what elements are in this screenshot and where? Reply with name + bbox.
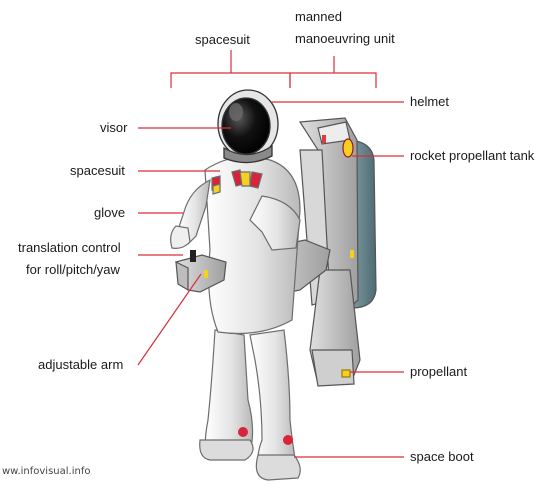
astronaut-body bbox=[171, 157, 301, 480]
label-propellant: propellant bbox=[410, 364, 467, 380]
top-brackets bbox=[171, 50, 376, 88]
label-helmet: helmet bbox=[410, 94, 449, 110]
helmet bbox=[218, 90, 278, 163]
label-rocket-tank: rocket propellant tank bbox=[410, 148, 534, 164]
label-translation-line2: for roll/pitch/yaw bbox=[26, 262, 120, 278]
label-space-boot: space boot bbox=[410, 449, 474, 465]
label-visor: visor bbox=[100, 120, 127, 136]
watermark: ww.infovisual.info bbox=[2, 466, 90, 477]
label-mmu-line2: manoeuvring unit bbox=[295, 31, 395, 47]
label-top-spacesuit: spacesuit bbox=[195, 32, 250, 48]
label-translation-line1: translation control bbox=[18, 240, 121, 256]
label-glove: glove bbox=[94, 205, 125, 221]
label-spacesuit: spacesuit bbox=[70, 163, 125, 179]
label-adjustable-arm: adjustable arm bbox=[38, 357, 123, 373]
label-mmu-line1: manned bbox=[295, 9, 342, 25]
